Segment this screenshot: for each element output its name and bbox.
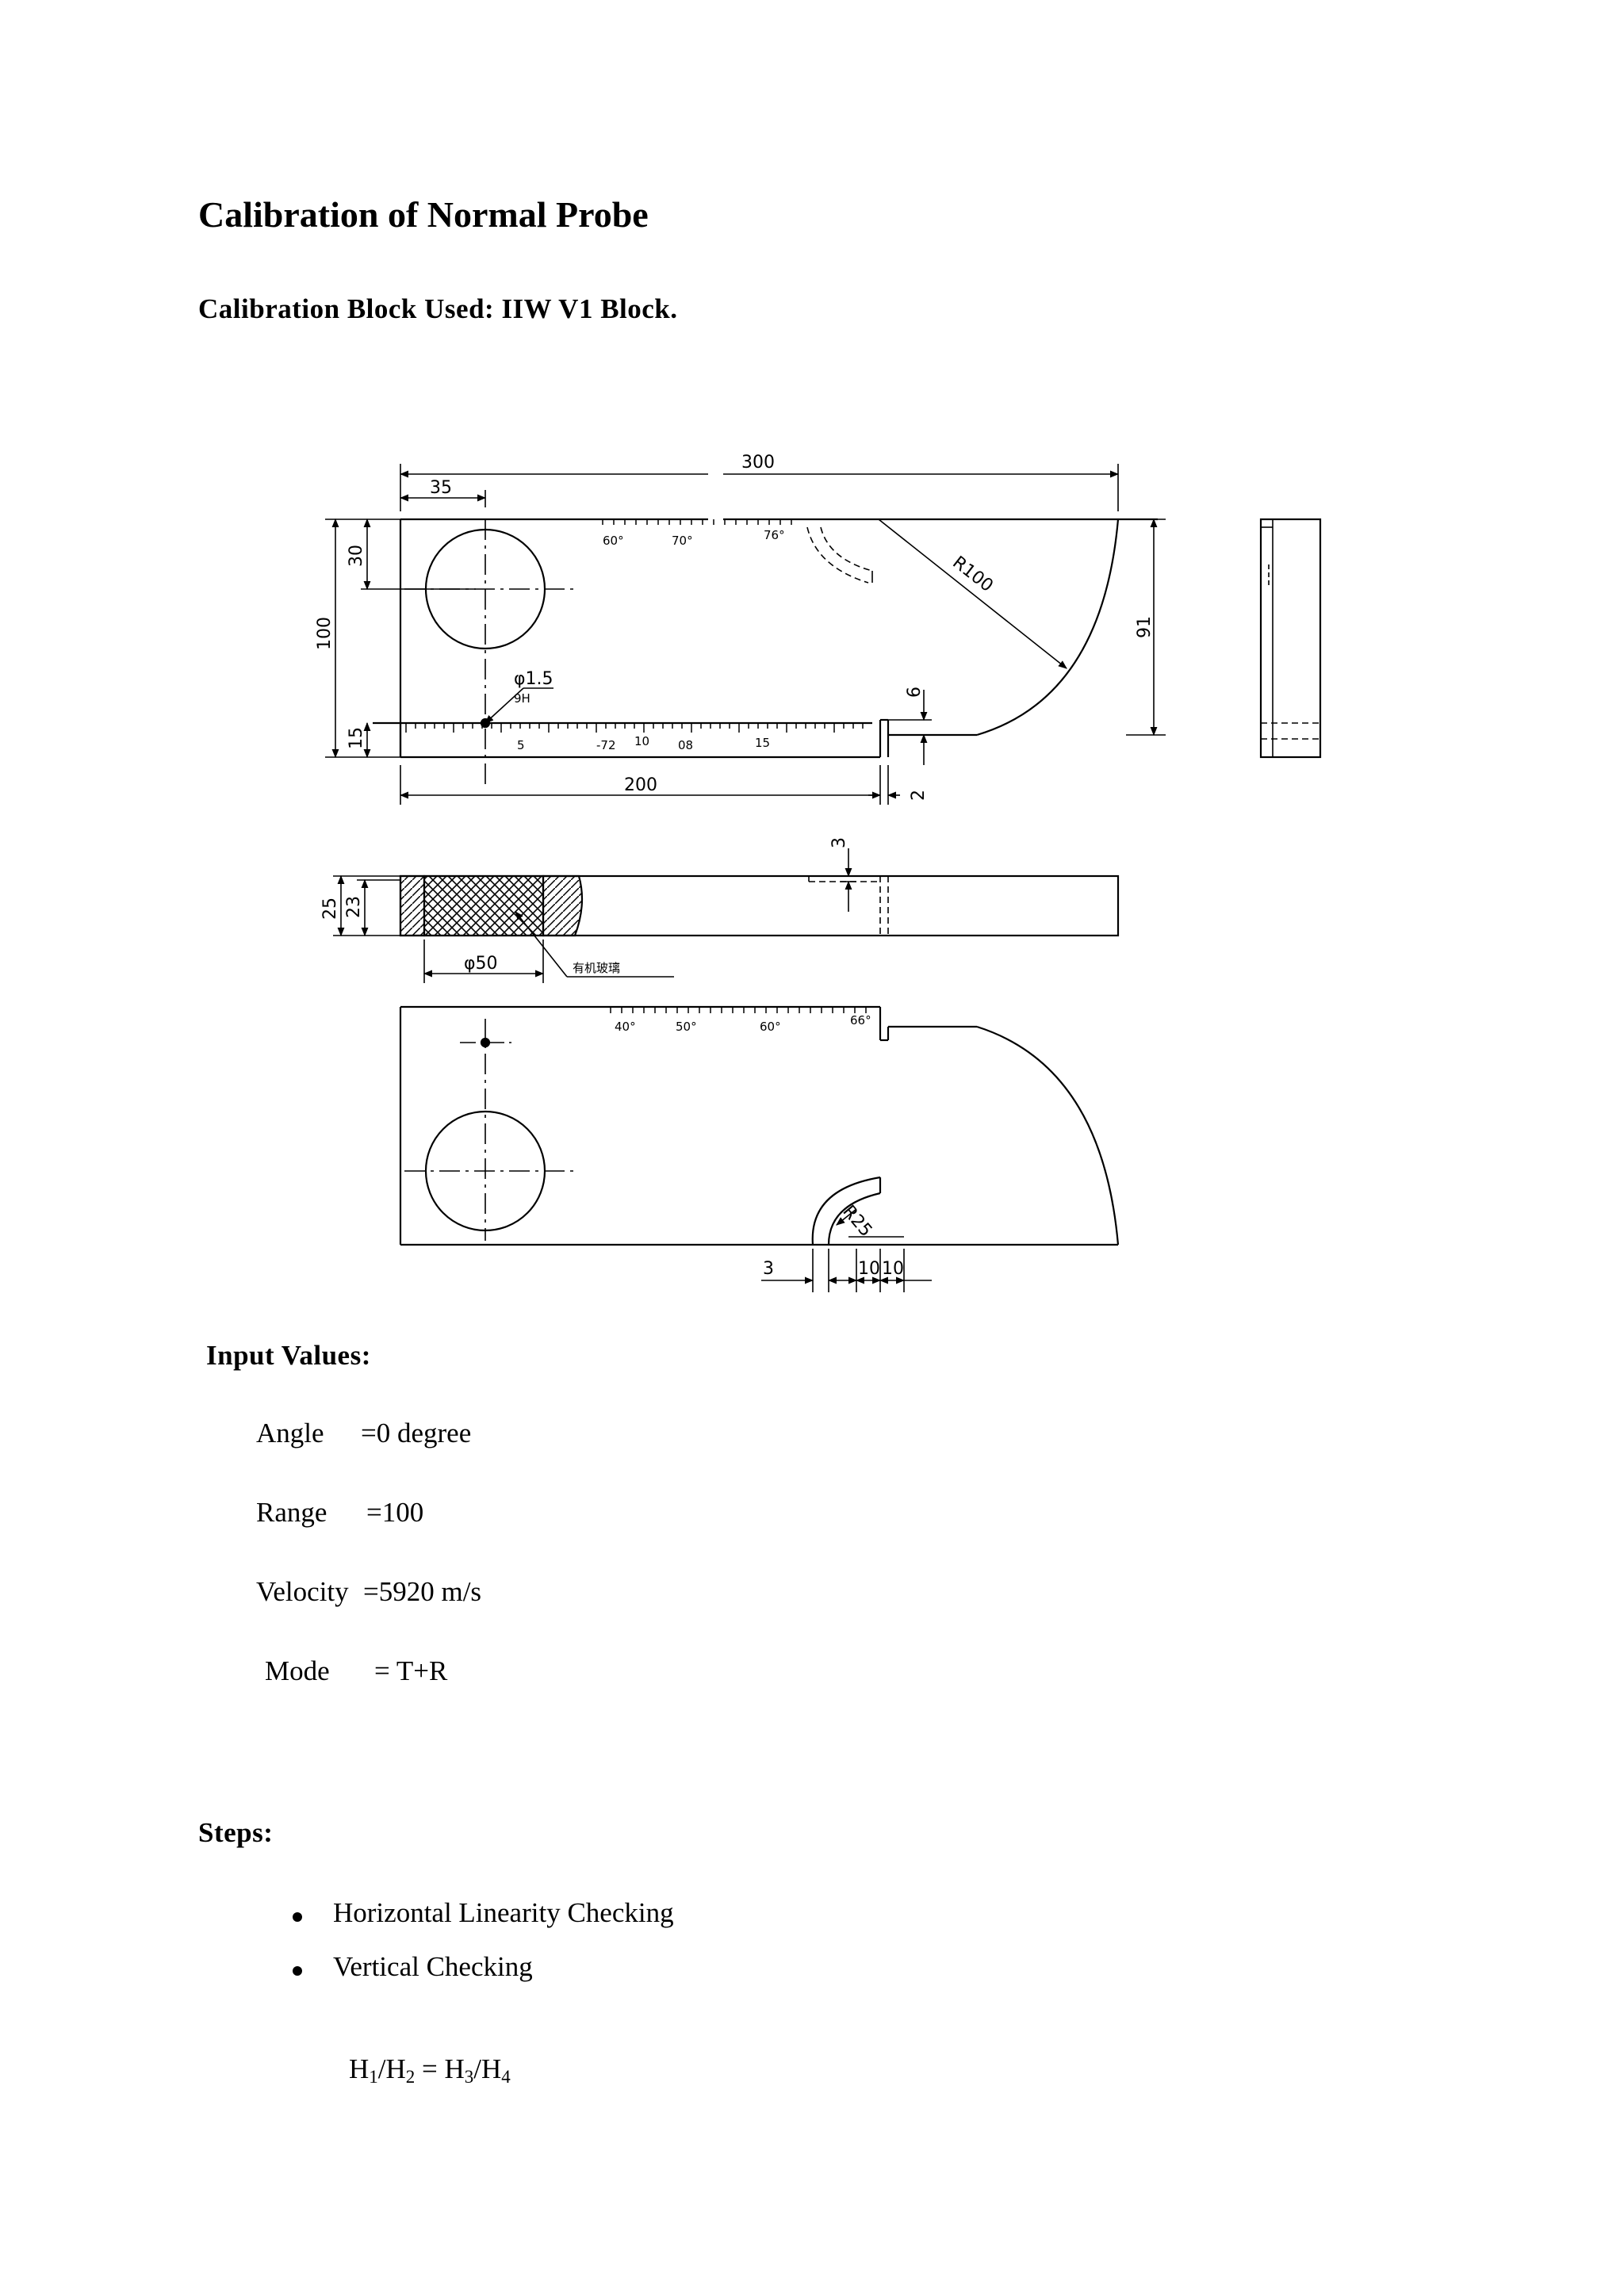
input-velocity-value: =5920 m/s (363, 1576, 482, 1607)
scale-5: 5 (517, 738, 525, 752)
scale-08: 08 (678, 738, 693, 752)
scale-ticks (405, 519, 864, 733)
dim-25: 25 (320, 897, 340, 920)
formula-h2: /H (377, 2053, 406, 2084)
input-angle-value: =0 degree (361, 1418, 472, 1448)
block-side-view (1259, 518, 1322, 759)
input-velocity-label: Velocity (256, 1576, 349, 1607)
dimension-labels: 300 35 30 100 15 200 2 6 91 R100 φ1.5 9H… (315, 453, 1155, 1279)
dim-phi-1-5: φ1.5 (514, 669, 553, 689)
dim-3-top: 3 (829, 837, 849, 848)
linearity-formula: H1/H2 = H3/H4 (349, 2053, 511, 2087)
insert-material-label: 有机玻璃 (573, 961, 620, 975)
dim-30: 30 (347, 545, 366, 567)
block-back-view (399, 1005, 1120, 1246)
dimension-lines-middle (333, 874, 674, 983)
calibration-block-line: Calibration Block Used: IIW V1 Block. (198, 293, 678, 324)
formula-h1: H (349, 2053, 370, 2084)
dim-23: 23 (344, 896, 364, 918)
dim-phi-50: φ50 (464, 954, 498, 974)
angle-66: 66° (850, 1013, 871, 1027)
angle-40: 40° (615, 1020, 636, 1034)
dim-2: 2 (909, 790, 929, 801)
dim-r25: R25 (838, 1202, 875, 1241)
dim-91: 91 (1135, 616, 1155, 638)
angle-scale-ticks (610, 1007, 867, 1013)
dim-35: 35 (430, 478, 452, 498)
step-item-horizontal-linearity: Horizontal Linearity Checking (333, 1897, 674, 1928)
scale-10: 10 (634, 734, 649, 748)
dim-6: 6 (905, 687, 925, 698)
dim-200: 200 (624, 775, 657, 795)
bullet-icon (293, 1966, 302, 1976)
formula-h4: /H (473, 2053, 502, 2084)
block-thickness-view (399, 848, 1120, 937)
formula-sub-4: 4 (501, 2067, 511, 2087)
input-range-label: Range (256, 1497, 327, 1528)
input-angle-label: Angle (256, 1418, 324, 1448)
input-range-value: =100 (366, 1497, 424, 1528)
scale-15: 15 (755, 736, 770, 750)
angle-60-back: 60° (760, 1020, 781, 1034)
dim-15: 15 (347, 727, 366, 749)
input-mode-value: = T+R (374, 1655, 448, 1686)
dim-r100: R100 (948, 553, 997, 596)
angle-70: 70° (672, 534, 693, 548)
formula-equals: = H (415, 2053, 465, 2084)
bullet-icon (293, 1912, 302, 1922)
dim-3-bottom: 3 (763, 1259, 774, 1279)
page-title: Calibration of Normal Probe (198, 194, 649, 235)
dim-10-a: 10 (858, 1259, 880, 1279)
angle-50: 50° (676, 1020, 697, 1034)
step-item-vertical-checking: Vertical Checking (333, 1951, 533, 1982)
angle-76: 76° (764, 528, 785, 542)
formula-sub-2: 2 (405, 2067, 416, 2087)
formula-sub-1: 1 (369, 2067, 378, 2087)
dimension-lines-bottom (761, 1208, 932, 1292)
input-mode-label: Mode (265, 1655, 330, 1686)
formula-sub-3: 3 (464, 2067, 474, 2087)
scale-72: -72 (596, 738, 616, 752)
steps-heading: Steps: (198, 1817, 274, 1848)
angle-60: 60° (603, 534, 624, 548)
input-values-heading: Input Values: (206, 1340, 371, 1371)
dim-phi-1-5-sub: 9H (514, 691, 530, 706)
dim-300: 300 (741, 453, 775, 473)
dim-100: 100 (315, 617, 335, 650)
dimension-lines-top (325, 464, 1166, 805)
dim-10-b: 10 (882, 1259, 904, 1279)
